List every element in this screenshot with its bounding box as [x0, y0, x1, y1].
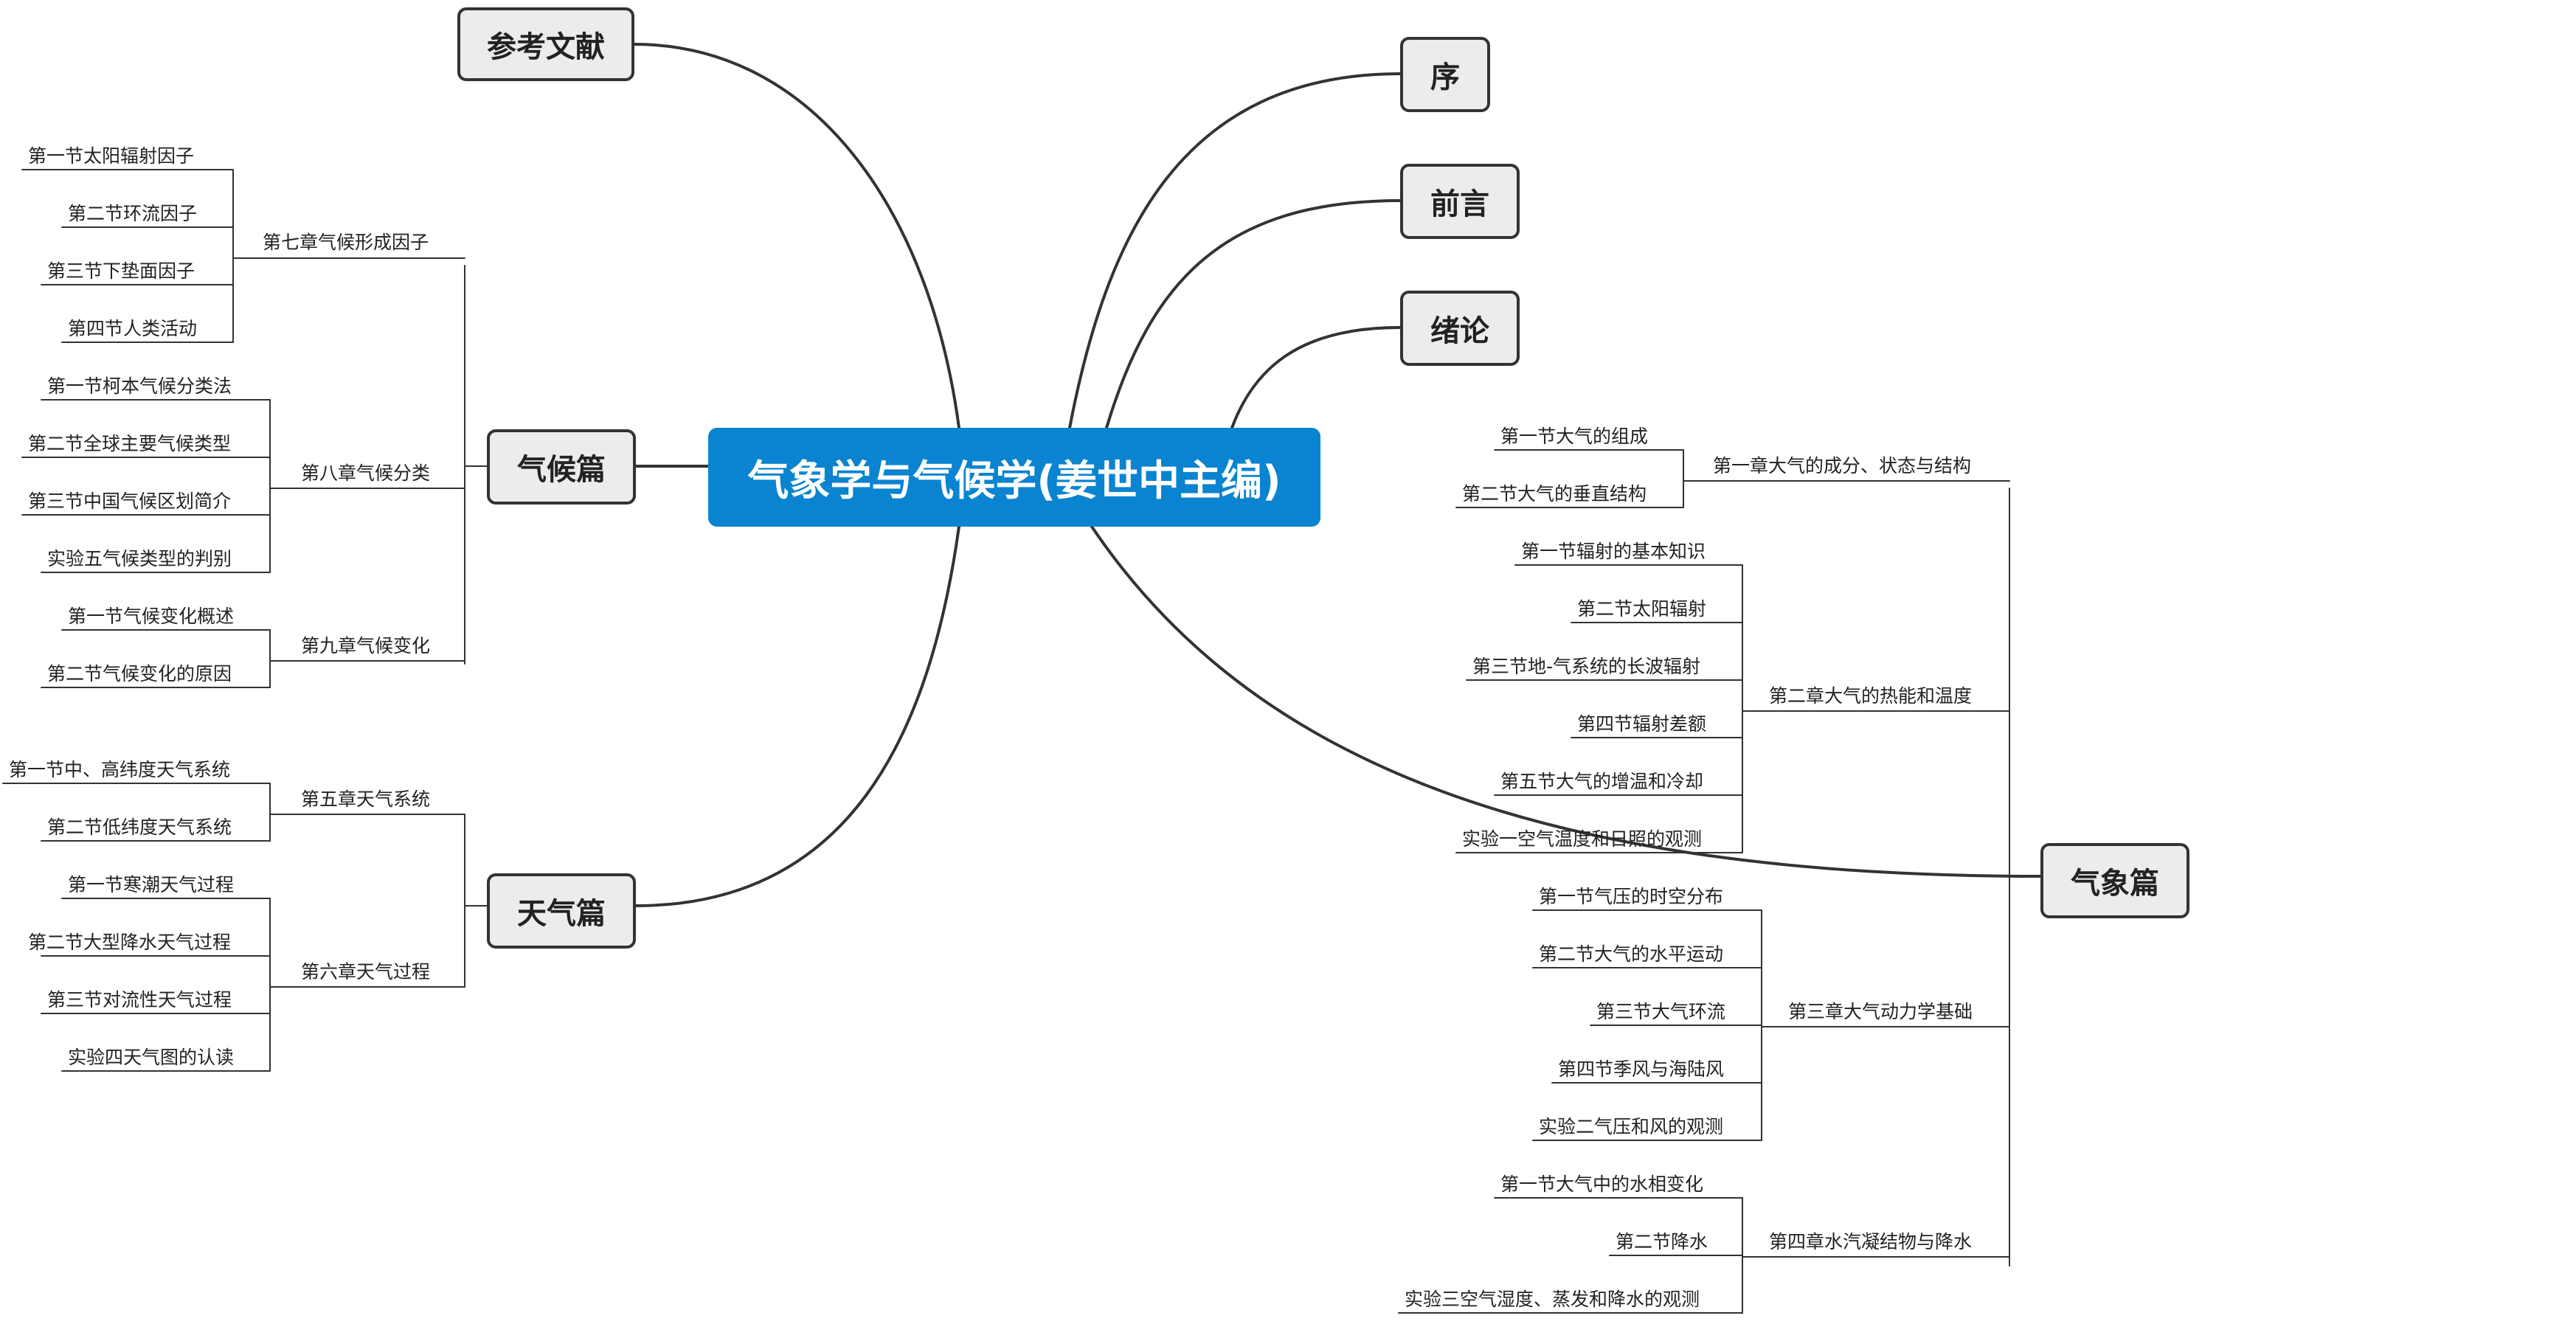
section-item[interactable]: 第四节辐射差额 — [1577, 713, 1707, 735]
section-item[interactable]: 实验四天气图的认读 — [68, 1047, 235, 1068]
section-item[interactable]: 第一节寒潮天气过程 — [68, 874, 235, 895]
section-item[interactable]: 第一节柯本气候分类法 — [47, 375, 232, 397]
section-item[interactable]: 第二节大型降水天气过程 — [28, 932, 232, 953]
branch-references[interactable]: 参考文献 — [457, 7, 634, 81]
section-item[interactable]: 实验一空气温度和日照的观测 — [1462, 828, 1703, 850]
section-item[interactable]: 实验二气压和风的观测 — [1539, 1116, 1724, 1137]
section-item[interactable]: 第三节对流性天气过程 — [47, 989, 232, 1011]
section-item[interactable]: 第二节全球主要气候类型 — [28, 433, 232, 454]
section-item[interactable]: 第二节气候变化的原因 — [47, 663, 232, 684]
chapter-3[interactable]: 第三章大气动力学基础 — [1788, 1001, 1973, 1022]
section-item[interactable]: 第一节大气中的水相变化 — [1500, 1174, 1704, 1195]
link-weather — [634, 525, 960, 907]
central-topic[interactable]: 气象学与气候学(姜世中主编) — [708, 428, 1320, 527]
chapter-6[interactable]: 第六章天气过程 — [301, 961, 431, 982]
link-intro — [1230, 326, 1402, 429]
section-item[interactable]: 实验五气候类型的判别 — [47, 548, 232, 569]
section-item[interactable]: 第五节大气的增温和冷却 — [1500, 771, 1704, 792]
branch-preface[interactable]: 序 — [1400, 37, 1490, 112]
branch-meteorology[interactable]: 气象篇 — [2040, 843, 2189, 918]
chapter-4[interactable]: 第四章水汽凝结物与降水 — [1769, 1231, 1973, 1252]
section-item[interactable]: 第四节人类活动 — [68, 318, 198, 339]
chapter-5[interactable]: 第五章天气系统 — [301, 788, 431, 810]
section-item[interactable]: 第二节大气的水平运动 — [1539, 943, 1724, 965]
chapter-7[interactable]: 第七章气候形成因子 — [263, 232, 429, 253]
chapter-9[interactable]: 第九章气候变化 — [301, 635, 431, 656]
section-item[interactable]: 第二节低纬度天气系统 — [47, 817, 232, 838]
section-item[interactable]: 第一节大气的组成 — [1500, 426, 1649, 447]
link-references — [633, 43, 960, 429]
section-item[interactable]: 第二节降水 — [1616, 1231, 1708, 1252]
section-item[interactable]: 第四节季风与海陆风 — [1558, 1058, 1725, 1080]
section-item[interactable]: 第三节大气环流 — [1596, 1001, 1726, 1022]
branch-foreword[interactable]: 前言 — [1400, 164, 1520, 239]
section-item[interactable]: 第一节气候变化概述 — [68, 606, 235, 627]
section-item[interactable]: 第三节中国气候区划简介 — [28, 491, 232, 512]
link-meteorology — [1090, 525, 2042, 878]
chapter-8[interactable]: 第八章气候分类 — [301, 462, 431, 484]
link-preface — [1068, 72, 1402, 429]
section-item[interactable]: 第一节辐射的基本知识 — [1521, 541, 1706, 562]
section-item[interactable]: 第一节太阳辐射因子 — [28, 145, 195, 167]
branch-weather[interactable]: 天气篇 — [487, 873, 636, 949]
branch-intro[interactable]: 绪论 — [1400, 291, 1520, 366]
section-item[interactable]: 第一节中、高纬度天气系统 — [9, 759, 231, 780]
branch-climate[interactable]: 气候篇 — [487, 429, 636, 505]
chapter-2[interactable]: 第二章大气的热能和温度 — [1769, 685, 1973, 707]
section-item[interactable]: 第二节环流因子 — [68, 203, 198, 224]
section-item[interactable]: 第二节太阳辐射 — [1577, 598, 1707, 620]
section-item[interactable]: 第三节地-气系统的长波辐射 — [1472, 656, 1701, 677]
section-item[interactable]: 第三节下垫面因子 — [47, 260, 195, 282]
section-item[interactable]: 第二节大气的垂直结构 — [1462, 483, 1647, 505]
chapter-1[interactable]: 第一章大气的成分、状态与结构 — [1713, 455, 1972, 476]
section-item[interactable]: 实验三空气湿度、蒸发和降水的观测 — [1405, 1289, 1700, 1310]
section-item[interactable]: 第一节气压的时空分布 — [1539, 886, 1724, 907]
link-foreword — [1105, 199, 1402, 429]
